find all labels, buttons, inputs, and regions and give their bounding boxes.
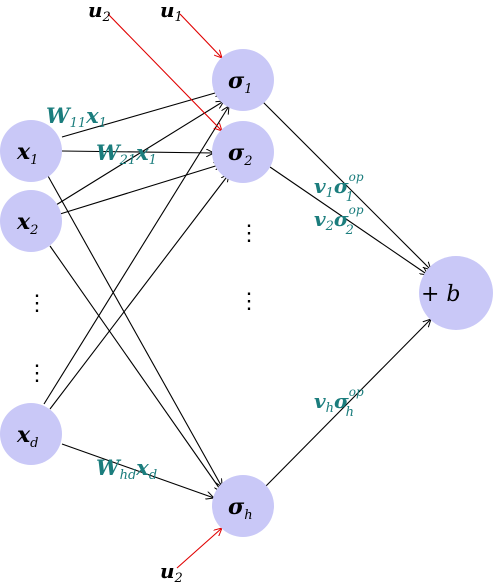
edge-x2-s2: [59, 164, 222, 215]
hidden-node-sh: σh: [212, 475, 274, 537]
svg-text:xd: xd: [16, 422, 38, 451]
svg-text:σh: σh: [228, 494, 253, 523]
edge-u1-s1: [179, 13, 222, 58]
svg-text:x1: x1: [16, 139, 38, 168]
input-node-x2: x2: [0, 190, 62, 252]
input-hidden-edges: [43, 91, 229, 498]
edge-x2-sh: [49, 245, 222, 492]
weight-label-whd: Whdxd: [96, 455, 157, 483]
u2-top-label: u2: [88, 0, 111, 25]
hidden-node-s2: σ2: [212, 121, 274, 183]
edge-x2-s1: [55, 101, 224, 206]
edge-xd-sh: [61, 443, 214, 498]
svg-text:x2: x2: [16, 209, 38, 238]
input-ellipsis-2: ⋮: [26, 361, 48, 386]
weight-labels: W11x1 W21x1 Whdxd: [46, 103, 157, 483]
hidden-output-edges: [261, 100, 431, 487]
control-inputs: u2 u1 u2: [88, 0, 183, 584]
edge-xd-s2: [49, 174, 229, 410]
svg-text:σ2: σ2: [228, 140, 253, 169]
input-node-xd: xd: [0, 403, 62, 465]
edge-s2-out: [269, 166, 428, 275]
input-layer: x1 x2 xd ⋮ ⋮: [0, 120, 62, 465]
edge-x1-sh: [47, 175, 222, 487]
hidden-ellipsis-1: ⋮: [238, 221, 260, 246]
edge-x1-s2: [61, 151, 214, 153]
edge-u2-s2: [107, 13, 222, 131]
hidden-node-s1: σ1: [212, 49, 274, 111]
weight-label-w11: W11x1: [46, 103, 107, 131]
output-node: + b: [419, 256, 493, 330]
edge-s1-out: [261, 100, 431, 270]
u2-bottom-label: u2: [160, 559, 183, 584]
svg-text:σ1: σ1: [228, 68, 253, 97]
u1-top-label: u1: [160, 0, 183, 25]
input-node-x1: x1: [0, 120, 62, 182]
edge-sh-out: [265, 319, 431, 487]
edge-xd-s1: [43, 106, 229, 405]
hidden-layer: σ1 σ2 σh ⋮ ⋮: [212, 49, 274, 537]
edge-u2-sh: [176, 528, 222, 569]
hidden-ellipsis-2: ⋮: [238, 289, 260, 314]
input-ellipsis-1: ⋮: [26, 291, 48, 316]
control-input-edges: [107, 13, 222, 569]
edge-x1-s1: [61, 91, 222, 138]
weight-label-w21: W21x1: [96, 140, 157, 168]
output-label: + b: [421, 282, 461, 307]
